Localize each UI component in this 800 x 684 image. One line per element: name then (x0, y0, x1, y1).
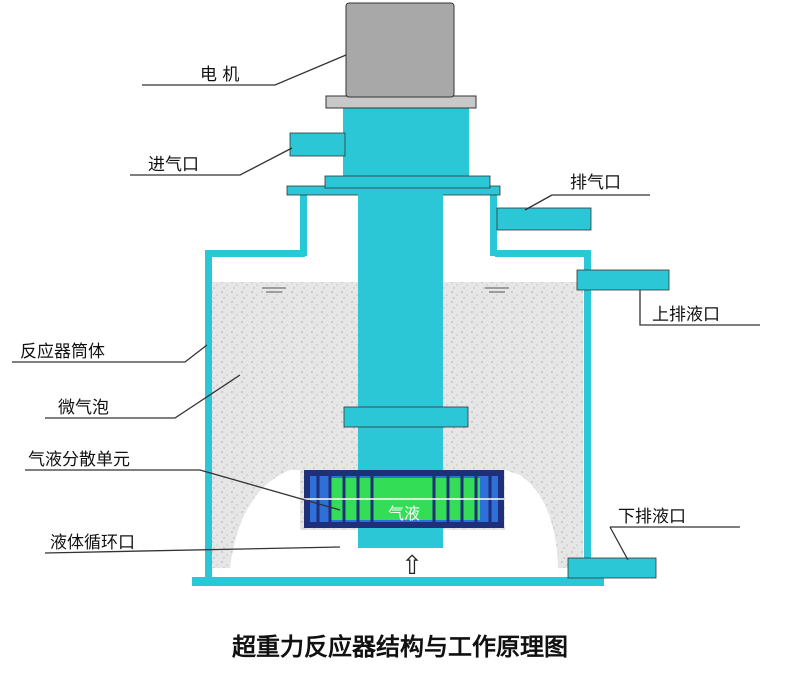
motor (345, 2, 455, 98)
gas-liquid-dispersion-unit (304, 470, 504, 528)
gas-outlet-pipe (496, 207, 592, 231)
gas-inlet-pipe (289, 132, 346, 157)
label-liquid-circ-inlet: 液体循环口 (50, 533, 135, 553)
figure-caption: 超重力反应器结构与工作原理图 (232, 633, 568, 661)
liquid-surface-markers (262, 287, 509, 293)
label-vessel-body: 反应器筒体 (20, 342, 105, 362)
label-lower-drain: 下排液口 (618, 507, 686, 527)
label-micro-bubbles: 微气泡 (58, 398, 109, 418)
upper-drain-pipe (576, 269, 670, 291)
label-gas-outlet: 排气口 (570, 173, 621, 193)
upper-housing (343, 106, 469, 176)
housing-flange (324, 175, 491, 189)
label-gas-inlet: 进气口 (148, 155, 199, 175)
leader-lines (12, 54, 760, 561)
dispersion-unit-mark: 气液 (388, 504, 420, 523)
label-motor: 电 机 (200, 65, 239, 85)
label-upper-drain: 上排液口 (652, 305, 720, 325)
reactor-vessel (192, 250, 604, 586)
label-gas-liquid-unit: 气液分散单元 (28, 450, 130, 470)
lower-drain-pipe (567, 557, 657, 579)
shaft-flange (343, 406, 469, 428)
liquid-inflow-arrow-icon: ⇧ (401, 551, 423, 581)
motor-mount-plate (325, 95, 477, 109)
